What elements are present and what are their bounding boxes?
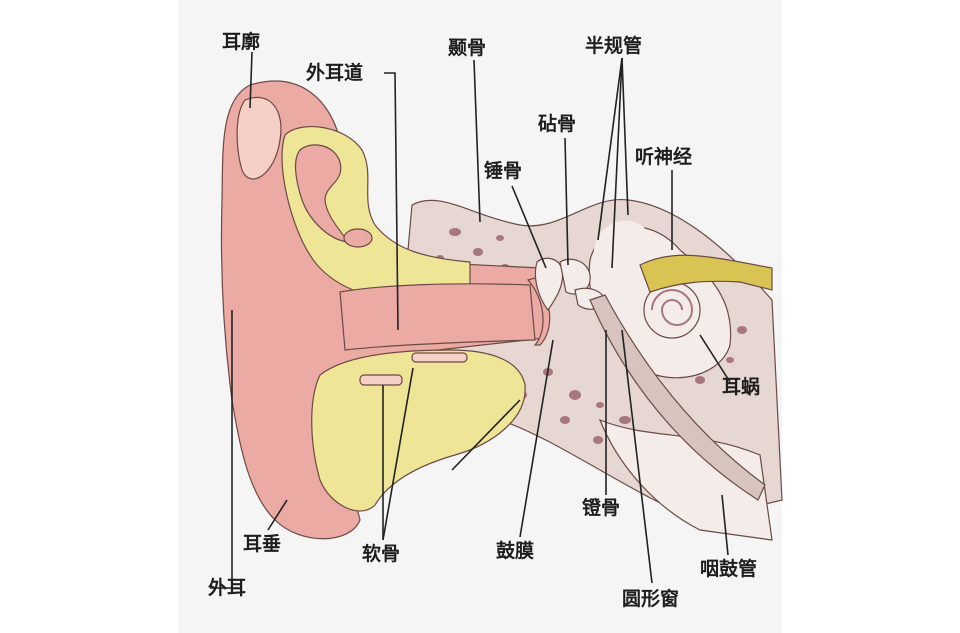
label-temporal-bone: 颞骨 bbox=[447, 37, 486, 59]
label-semicircular-canals: 半规管 bbox=[585, 34, 642, 57]
label-cartilage: 软骨 bbox=[362, 542, 400, 565]
cartilage-notch bbox=[343, 228, 373, 248]
auricle-highlight bbox=[236, 96, 282, 180]
label-outer-ear: 外耳 bbox=[208, 576, 246, 599]
label-stapes: 镫骨 bbox=[582, 496, 620, 519]
auditory-nerve bbox=[639, 254, 773, 293]
ear-canal bbox=[339, 283, 536, 351]
lower-tissue bbox=[598, 418, 773, 541]
label-cochlea: 耳蜗 bbox=[722, 376, 760, 398]
label-auricle: 耳廓 bbox=[222, 30, 260, 53]
leader-lines bbox=[210, 51, 731, 589]
label-incus: 砧骨 bbox=[538, 113, 576, 135]
cartilage-slot-1 bbox=[359, 374, 403, 386]
label-earlobe: 耳垂 bbox=[243, 533, 281, 555]
lower-cartilage bbox=[311, 349, 526, 512]
label-eardrum: 鼓膜 bbox=[496, 539, 534, 562]
upper-cartilage-fold bbox=[294, 144, 350, 243]
label-eustachian-tube: 咽鼓管 bbox=[700, 557, 757, 580]
cartilage-slot-2 bbox=[411, 352, 468, 363]
label-ear-canal: 外耳道 bbox=[306, 61, 363, 84]
label-auditory-nerve: 听神经 bbox=[635, 145, 692, 168]
label-malleus: 锤骨 bbox=[484, 159, 522, 182]
label-round-window: 圆形窗 bbox=[622, 587, 679, 610]
eustachian-tube bbox=[589, 294, 766, 501]
